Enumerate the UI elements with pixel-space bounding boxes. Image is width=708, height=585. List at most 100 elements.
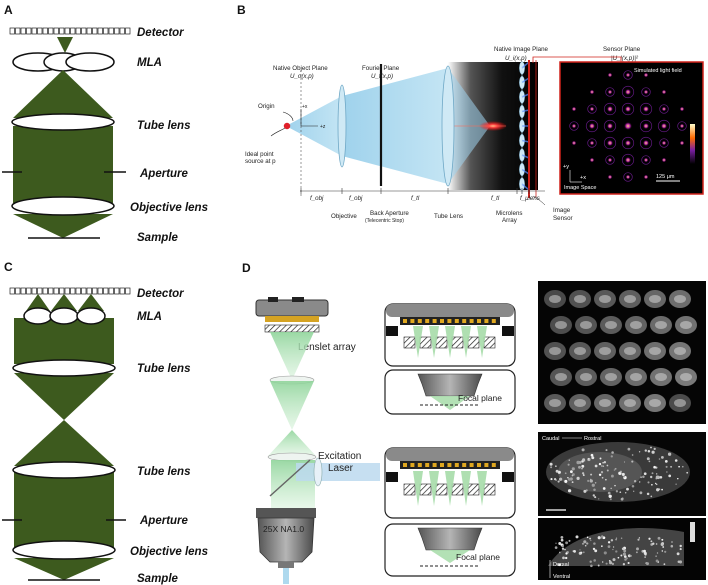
detector-pixel [42, 27, 48, 35]
objective-tip [278, 562, 294, 568]
neuron-speck [627, 447, 631, 451]
neuron-speck [598, 462, 602, 466]
objective-lens-label: Objective lens [130, 546, 208, 558]
lenslet [467, 483, 480, 496]
light-field-spot [589, 106, 595, 112]
light-field-ring [587, 138, 597, 148]
native-image-plane-fn: U_i(x,p) [505, 55, 527, 62]
native-object-plane-label: Native Object Plane [273, 65, 328, 72]
mla-label: MLA [137, 311, 162, 323]
neuron-speck [677, 560, 681, 564]
sample-beam-d [283, 568, 289, 584]
neuron-speck [555, 465, 557, 467]
f-tl-1-label: f_tl [411, 195, 420, 202]
neuron-speck [587, 458, 590, 460]
neuron-speck [586, 542, 589, 545]
sensor-pixel [417, 319, 422, 323]
detector-pixel [42, 287, 48, 295]
neuron-speck [674, 459, 678, 462]
neuron-speck [650, 475, 653, 479]
detector-beam [57, 37, 73, 53]
sensor-pixel [432, 463, 437, 467]
light-field-ring [623, 70, 633, 80]
point-source-leader [270, 127, 286, 137]
tube-lens-top-shape [12, 359, 116, 377]
neuron-speck [602, 536, 606, 540]
neuron-speck [643, 549, 646, 553]
neuron-speck [567, 477, 571, 481]
sensor-pixel [432, 319, 437, 323]
light-field-ring [677, 121, 687, 131]
focal-plane-label-bottom: Focal plane [456, 552, 500, 562]
f-obj-1-label: f_obj [310, 195, 324, 202]
detector-pixel [97, 27, 103, 35]
light-field-tile-core [580, 321, 592, 329]
neuron-speck [591, 483, 595, 487]
sensor-pixel [403, 463, 407, 467]
neuron-speck [686, 471, 689, 474]
light-field-spot [661, 140, 667, 146]
neuron-speck [589, 479, 593, 483]
detector-pixel [75, 27, 81, 35]
detector-pixel [92, 27, 98, 35]
neuron-speck [567, 463, 570, 466]
lenslet [451, 483, 464, 496]
neuron-speck [561, 564, 563, 566]
neuron-speck [664, 460, 668, 463]
light-field-ring [621, 153, 635, 167]
detector-pixel [37, 27, 43, 35]
lenslet-cones [413, 471, 487, 506]
neuron-speck [623, 461, 626, 463]
neuron-speck [591, 456, 595, 460]
light-field-spot [679, 140, 685, 146]
collimated-beam-top [14, 318, 114, 364]
f-tl-2-label: f_tl [491, 195, 500, 202]
light-field-ring [585, 119, 599, 133]
light-field-tile-core [599, 347, 611, 355]
neuron-speck [557, 480, 560, 483]
detector-pixel [81, 287, 87, 295]
schematic-bottom: Focal plane [384, 447, 516, 577]
neuron-speck [583, 489, 587, 493]
light-field-spot [607, 89, 613, 95]
light-field-ring [621, 136, 635, 150]
light-field-ring [621, 85, 635, 99]
neuron-speck [662, 546, 665, 548]
neuron-speck [610, 474, 614, 478]
detector-pixel [119, 27, 125, 35]
neuron-speck [565, 541, 569, 545]
detector-pixel [75, 287, 81, 295]
mla-beams [26, 294, 104, 311]
objective-spec-label: 25X NA1.0 [263, 524, 304, 534]
objective-lens-label: Objective lens [130, 202, 208, 214]
neuron-speck [581, 448, 585, 452]
sensor-pixel [454, 319, 459, 323]
light-field-ring [639, 119, 653, 133]
f-ulens-label: f_μlens [520, 195, 540, 202]
aperture-label: Aperture [139, 168, 189, 180]
neuron-speck [646, 492, 650, 496]
neuron-speck [565, 552, 568, 555]
neuron-speck [615, 550, 618, 553]
objective-thread [256, 508, 316, 518]
neuron-speck [647, 481, 650, 484]
light-field-ring [603, 136, 617, 150]
neuron-speck [615, 490, 619, 493]
light-field-spot [607, 72, 613, 78]
neuron-speck [643, 551, 647, 555]
neuron-speck [620, 554, 623, 557]
focal-cone [430, 396, 470, 410]
light-field-spot [571, 106, 577, 112]
neuron-speck [637, 538, 640, 541]
neuron-speck [664, 550, 667, 553]
neuron-speck [620, 537, 623, 540]
objective-icon [417, 527, 483, 551]
light-field-spot [607, 174, 613, 180]
neuron-speck [624, 492, 627, 494]
neuron-speck [565, 556, 568, 560]
neuron-speck [593, 559, 596, 562]
light-field-spot [589, 157, 595, 163]
light-field-spot [642, 139, 650, 147]
neuron-speck [594, 549, 598, 553]
light-field-spot [624, 139, 632, 147]
